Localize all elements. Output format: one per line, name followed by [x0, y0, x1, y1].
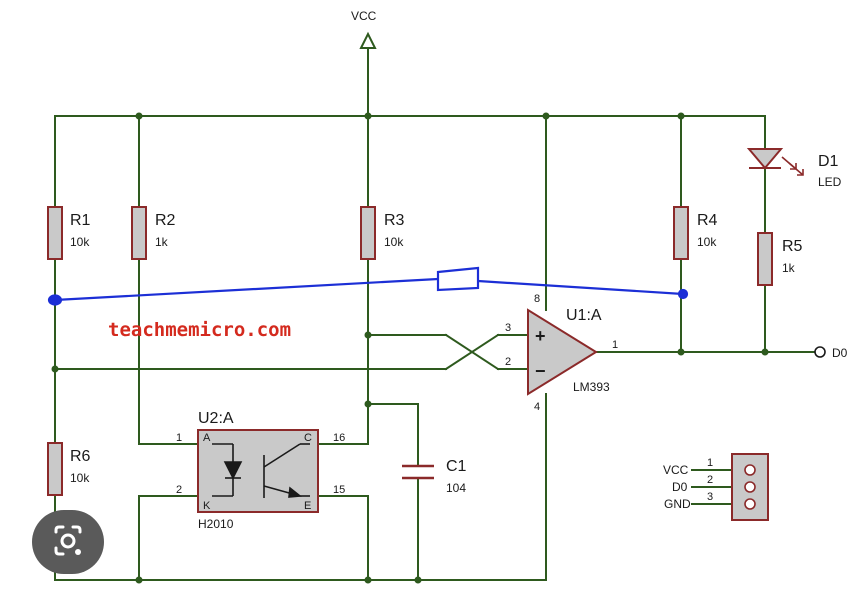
connector-pin-1-label: VCC: [663, 463, 689, 477]
d1-value: LED: [818, 175, 842, 189]
connector-pin-2-num: 2: [707, 474, 713, 486]
plus-input-sign: +: [535, 326, 546, 346]
d1-ref: D1: [818, 153, 839, 170]
resistor-r6: R6 10k: [47, 442, 91, 496]
r2-ref: R2: [155, 212, 176, 229]
optocoupler-u2a: U2:A H2010 A K C E 1 2 16 15: [176, 410, 345, 531]
u1-pin-1: 1: [612, 339, 618, 351]
r6-value: 10k: [70, 471, 90, 485]
u2-pin-1: 1: [176, 432, 182, 444]
r6-ref: R6: [70, 448, 91, 465]
connector-pin-3-label: GND: [664, 497, 691, 511]
connector-pin-2-label: D0: [672, 480, 688, 494]
u1-pin-3: 3: [505, 322, 511, 334]
u2-pin-15: 15: [333, 484, 345, 496]
r3-value: 10k: [384, 235, 404, 249]
u2-ref: U2:A: [198, 410, 234, 427]
led-d1: D1 LED: [746, 148, 842, 189]
resistor-r3: R3 10k: [360, 206, 405, 260]
u1-part: LM393: [573, 380, 610, 394]
r4-value: 10k: [697, 235, 717, 249]
u1-pin-2: 2: [505, 356, 511, 368]
u2-pin-e: E: [304, 500, 311, 512]
u2-pin-k: K: [203, 500, 211, 512]
comparator-u1a: + − U1:A LM393 3 2 1 8 4: [505, 293, 618, 413]
resistor-r4: R4 10k: [673, 206, 718, 260]
r5-value: 1k: [782, 261, 796, 275]
connector-pin-1-num: 1: [707, 457, 713, 469]
c1-value: 104: [446, 481, 466, 495]
wires: [54, 47, 817, 581]
overlay-hysteresis-resistor: [47, 266, 689, 306]
vcc-power-symbol: VCC: [351, 9, 377, 49]
output-terminal-d0: D0: [814, 346, 848, 360]
u2-part: H2010: [198, 517, 234, 531]
r2-value: 1k: [155, 235, 169, 249]
header-connector: VCC D0 GND 1 2 3: [663, 453, 769, 521]
vcc-label: VCC: [351, 9, 377, 23]
connector-pin-3-num: 3: [707, 491, 713, 503]
u2-pin-a: A: [203, 432, 211, 444]
c1-ref: C1: [446, 458, 467, 475]
r1-value: 10k: [70, 235, 90, 249]
u2-pin-16: 16: [333, 432, 345, 444]
capacitor-c1: C1 104: [402, 458, 467, 495]
light-emission-arrows-icon: [781, 156, 804, 176]
d0-net-label: D0: [832, 346, 848, 360]
resistor-r2: R2 1k: [131, 206, 176, 260]
resistor-r5: R5 1k: [757, 232, 803, 286]
r4-ref: R4: [697, 212, 718, 229]
watermark-text: teachmemicro.com: [108, 319, 291, 341]
u1-pin-4: 4: [534, 401, 540, 413]
google-lens-icon[interactable]: [32, 510, 104, 574]
u2-pin-2: 2: [176, 484, 182, 496]
camera-search-icon: [54, 525, 82, 556]
u2-pin-c: C: [304, 432, 312, 444]
resistor-r1: R1 10k: [47, 206, 91, 260]
r1-ref: R1: [70, 212, 91, 229]
u1-pin-8: 8: [534, 293, 540, 305]
u1-ref: U1:A: [566, 307, 602, 324]
minus-input-sign: −: [535, 361, 546, 381]
r5-ref: R5: [782, 238, 803, 255]
junction-dots: [51, 112, 769, 584]
r3-ref: R3: [384, 212, 405, 229]
